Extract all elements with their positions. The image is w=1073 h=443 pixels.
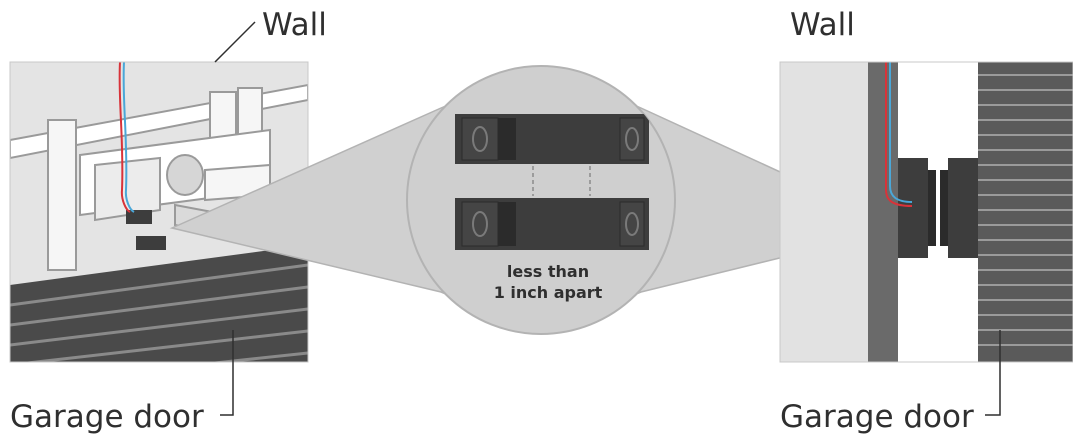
callout-note-line2: 1 inch apart xyxy=(494,283,603,302)
right-garage-door-label: Garage door xyxy=(780,399,974,435)
right-wall-label: Wall xyxy=(790,7,855,43)
left-garage-door-label: Garage door xyxy=(10,399,204,435)
right-illustration xyxy=(780,62,1073,362)
callout-note-line1: less than xyxy=(507,262,589,281)
leader-left-wall xyxy=(215,22,255,62)
left-wall-label: Wall xyxy=(262,7,327,43)
